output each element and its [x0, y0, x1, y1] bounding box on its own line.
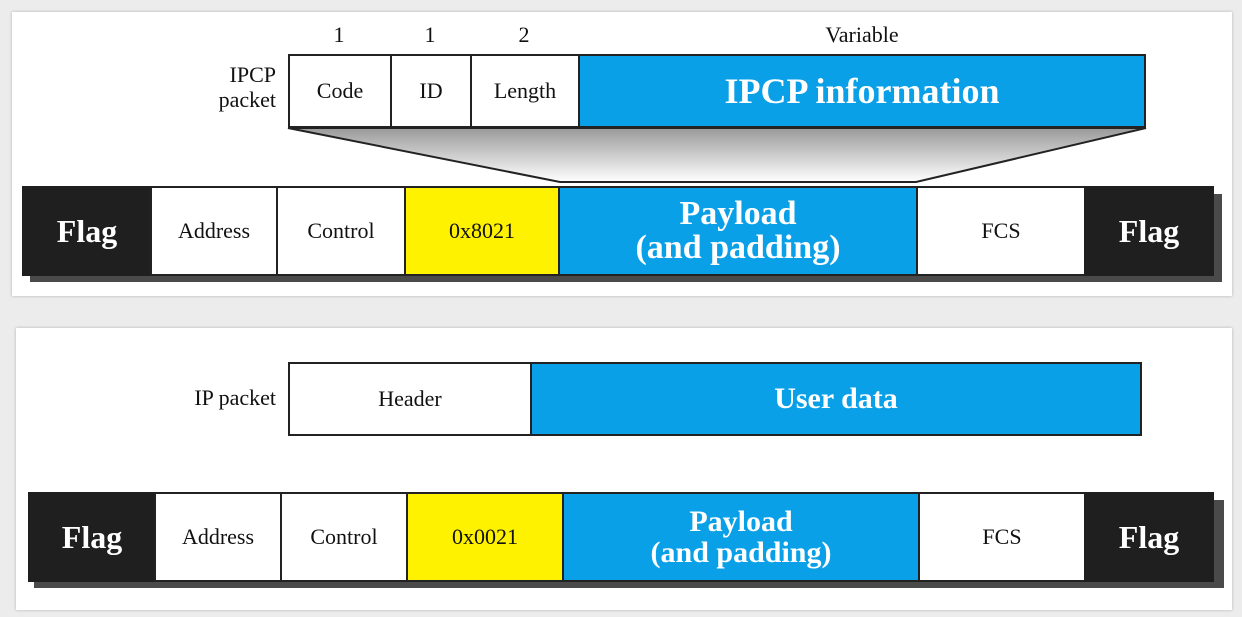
ip-packet-label: IP packet [194, 385, 276, 410]
ip-user-data-field: User data [530, 362, 1142, 436]
ipcp-packet-label: IPCP packet [190, 62, 276, 113]
ipcp-flag-left: Flag [22, 186, 152, 276]
size-id: 1 [424, 22, 436, 47]
ip-flag-right: Flag [1084, 492, 1214, 582]
size-length: 2 [518, 22, 530, 47]
ip-address-field: Address [154, 492, 282, 582]
ipcp-payload-line1: Payload [679, 195, 797, 232]
size-code: 1 [333, 22, 345, 47]
ipcp-flag-right: Flag [1084, 186, 1214, 276]
ipcp-packet-label-line1: IPCP [229, 62, 276, 87]
ipcp-protocol-field: 0x8021 [404, 186, 560, 276]
ipcp-packet-label-line2: packet [218, 87, 276, 113]
ipcp-information-field: IPCP information [578, 54, 1146, 128]
ip-header-field: Header [288, 362, 532, 436]
ip-control-field: Control [280, 492, 408, 582]
size-information: Variable [825, 22, 899, 47]
ipcp-address-field: Address [150, 186, 278, 276]
ip-flag-left: Flag [28, 492, 156, 582]
ip-fcs-field: FCS [918, 492, 1086, 582]
ipcp-payload-field: Payload (and padding) [558, 186, 918, 276]
ip-payload-line2: (and padding) [650, 536, 832, 569]
ipcp-control-field: Control [276, 186, 406, 276]
ip-protocol-field: 0x0021 [406, 492, 564, 582]
ip-payload-line1: Payload [689, 504, 793, 538]
ipcp-fcs-field: FCS [916, 186, 1086, 276]
ip-payload-field: Payload (and padding) [562, 492, 920, 582]
ipcp-payload-line2: (and padding) [635, 229, 841, 266]
